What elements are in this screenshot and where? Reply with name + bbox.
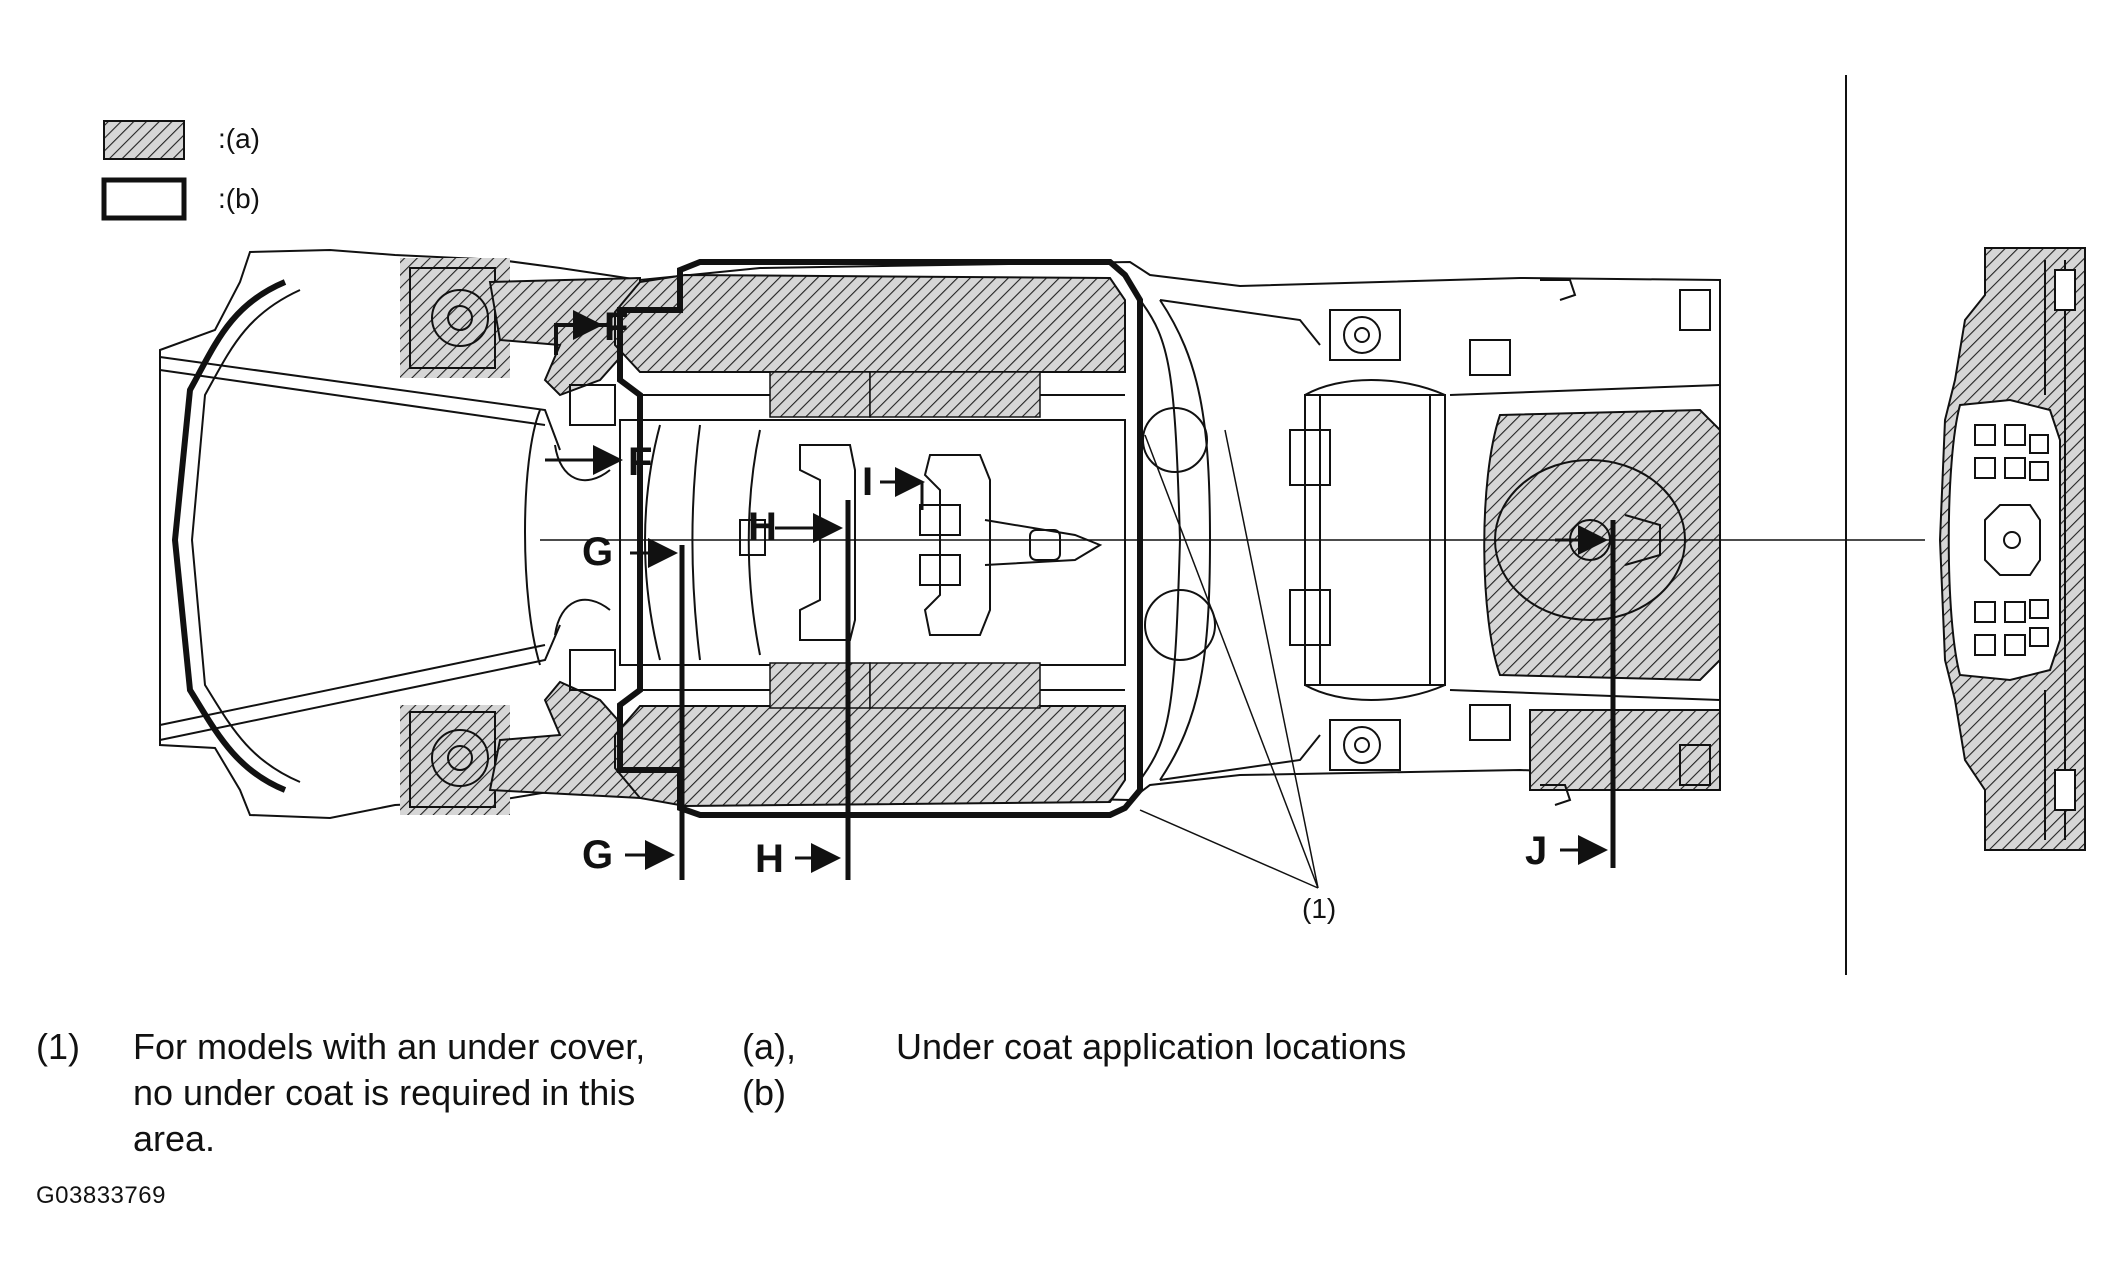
legend: :(a) :(b): [101, 120, 260, 221]
note-1-text: For models with an under cover, no under…: [133, 1026, 646, 1159]
front-strut-tower-lower: [400, 705, 510, 815]
legend-outline-swatch: [101, 177, 187, 221]
legend-b-label: :(b): [218, 183, 260, 214]
section-marker-f-bottom: F: [628, 440, 652, 484]
rear-strut-tower-upper: [1329, 309, 1511, 376]
legend-hatch-swatch: [103, 120, 185, 160]
vehicle-underbody: [159, 248, 1925, 820]
rocker-hatch-lower: [614, 705, 1126, 808]
note-ab-number: (a), (b): [742, 1026, 796, 1113]
legend-a-label: :(a): [218, 123, 260, 154]
section-marker-i: I: [862, 460, 873, 504]
section-marker-j: J: [1525, 829, 1547, 873]
notes-section: (1) For models with an under cover, no u…: [36, 1024, 2076, 1224]
section-marker-h-top: H: [748, 505, 777, 549]
section-marker-f-top: F: [604, 305, 628, 349]
section-marker-h-bottom: H: [755, 837, 784, 881]
callout-1: (1): [1139, 429, 1336, 924]
rear-strut-tower-lower: [1329, 704, 1511, 771]
note-1-number: (1): [36, 1026, 80, 1067]
note-ab-text: Under coat application locations: [896, 1026, 1407, 1067]
floor-pan: [619, 419, 1126, 666]
front-bumper: [171, 279, 287, 793]
tunnel-left: [799, 444, 856, 641]
section-cuts: G G H H I F F J: [545, 305, 1616, 881]
figure-id: G03833769: [36, 1182, 166, 1209]
section-marker-g-top: G: [582, 530, 613, 574]
rear-end-view: [1938, 247, 2086, 851]
section-marker-g-bottom: G: [582, 833, 613, 877]
tunnel-right: [923, 454, 991, 636]
front-strut-tower-upper: [400, 258, 510, 378]
rocker-hatch-upper: [614, 273, 1126, 373]
callout-1-label: (1): [1302, 893, 1336, 924]
